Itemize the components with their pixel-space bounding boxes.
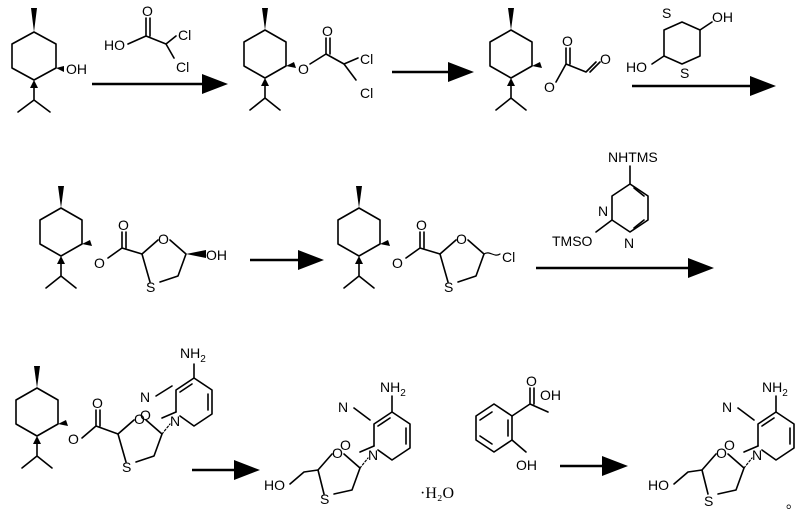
ring-s-label: S [122, 459, 131, 475]
ring-o-label: O [158, 231, 169, 247]
glyoxylate-ester-o-label: O [544, 79, 555, 95]
menthol-structure: OH [11, 8, 87, 113]
salicylic-carbonyl-o-label: O [526, 373, 537, 389]
lamivudine-structure: HO O S N N O NH2 [648, 379, 795, 509]
reagent-cl1-label: Cl [178, 27, 191, 43]
cl1-label: Cl [360, 51, 373, 67]
ring-o-label: O [456, 231, 467, 247]
reaction-arrow-1 [92, 74, 228, 94]
carbonyl-o-label: O [118, 217, 129, 233]
nhtms-label: NHTMS [608, 149, 658, 165]
coupled-nucleoside-ester-structure: O O O S N N O NH2 [15, 345, 213, 475]
hydrate-label: ·H₂O [420, 485, 454, 502]
base-o-label: O [340, 437, 351, 453]
salicylic-phenol-oh-label: OH [516, 457, 537, 473]
dithiane-s2-label: S [680, 65, 689, 81]
glyoxylate-carbonyl-o-label: O [562, 33, 573, 49]
reagent-cl2-label: Cl [176, 59, 189, 75]
dithiane-diol-reagent: S S OH HO [626, 5, 733, 81]
ring-s-label: S [444, 279, 453, 295]
nh2-label: NH2 [762, 379, 788, 399]
nh2-label: NH2 [180, 345, 206, 365]
nh2-label: NH2 [380, 379, 406, 399]
ester-o-label: O [392, 255, 403, 271]
hydroxymethyl-ho-label: HO [264, 477, 285, 493]
reaction-arrow-7 [560, 456, 628, 476]
carbonyl-o-label: O [416, 217, 427, 233]
ring-o-label: O [716, 445, 727, 461]
menthyl-glyoxylate-structure: O O O [489, 8, 611, 111]
base-n3-label: N [140, 389, 150, 405]
ester-o-label: O [68, 431, 79, 447]
dithiane-s1-label: S [662, 5, 671, 21]
ring-s-label: S [320, 491, 329, 507]
reaction-arrow-2 [392, 62, 474, 82]
base-o-label: O [140, 407, 151, 423]
reagent-ho-label: HO [104, 37, 125, 53]
hydroxymethyl-ho-label: HO [648, 477, 669, 493]
ring-o-label: O [332, 445, 343, 461]
menthyl-dichloroacetate-structure: O O Cl Cl [243, 8, 373, 111]
base-n3-label: N [722, 399, 732, 415]
hydroxyl-label: OH [66, 61, 87, 77]
ring-o-label: O [134, 411, 145, 427]
ring-s-label: S [146, 279, 155, 295]
base-o-label: O [724, 437, 735, 453]
base-n1-label: N [752, 447, 762, 463]
cytosine-n2-label: N [624, 235, 634, 251]
hydroxy-oxathiolane-ester-structure: O O O S OH [39, 186, 227, 295]
salicylic-acid-oh-label: OH [540, 387, 561, 403]
reagent-o-label: O [142, 3, 153, 19]
carbonyl-o-label: O [322, 23, 333, 39]
carbonyl-o-label: O [92, 395, 103, 411]
reaction-arrow-4 [250, 250, 324, 270]
dithiane-ho-label: HO [626, 59, 647, 75]
oxathiolane-oh-label: OH [206, 247, 227, 263]
reaction-arrow-6 [192, 460, 260, 480]
dithiane-oh-label: OH [712, 9, 733, 25]
lamivudine-hydrate-structure: HO O S N N O NH2 ·H₂O [264, 379, 454, 507]
cytosine-n1-label: N [598, 203, 608, 219]
aldehyde-o-label: O [600, 51, 611, 67]
dichloroacetic-acid-reagent: HO O Cl Cl [104, 3, 191, 75]
ester-o-label: O [298, 61, 309, 77]
ring-s-label: S [704, 493, 713, 509]
base-n1-label: N [170, 413, 180, 429]
base-n3-label: N [338, 399, 348, 415]
ester-o-label: O [94, 255, 105, 271]
tmso-label: TMSO [552, 233, 593, 249]
cl2-label: Cl [360, 85, 373, 101]
chloro-label: Cl [502, 249, 515, 265]
base-n1-label: N [368, 447, 378, 463]
terminal-period: 。 [786, 495, 800, 511]
reaction-arrow-3 [632, 76, 776, 96]
chloro-oxathiolane-ester-structure: O O O S Cl [337, 186, 515, 295]
salicylic-acid-reagent: O OH OH [475, 373, 561, 473]
silylated-cytosine-reagent: NHTMS N N TMSO [552, 149, 658, 251]
reaction-arrow-5 [536, 258, 714, 278]
